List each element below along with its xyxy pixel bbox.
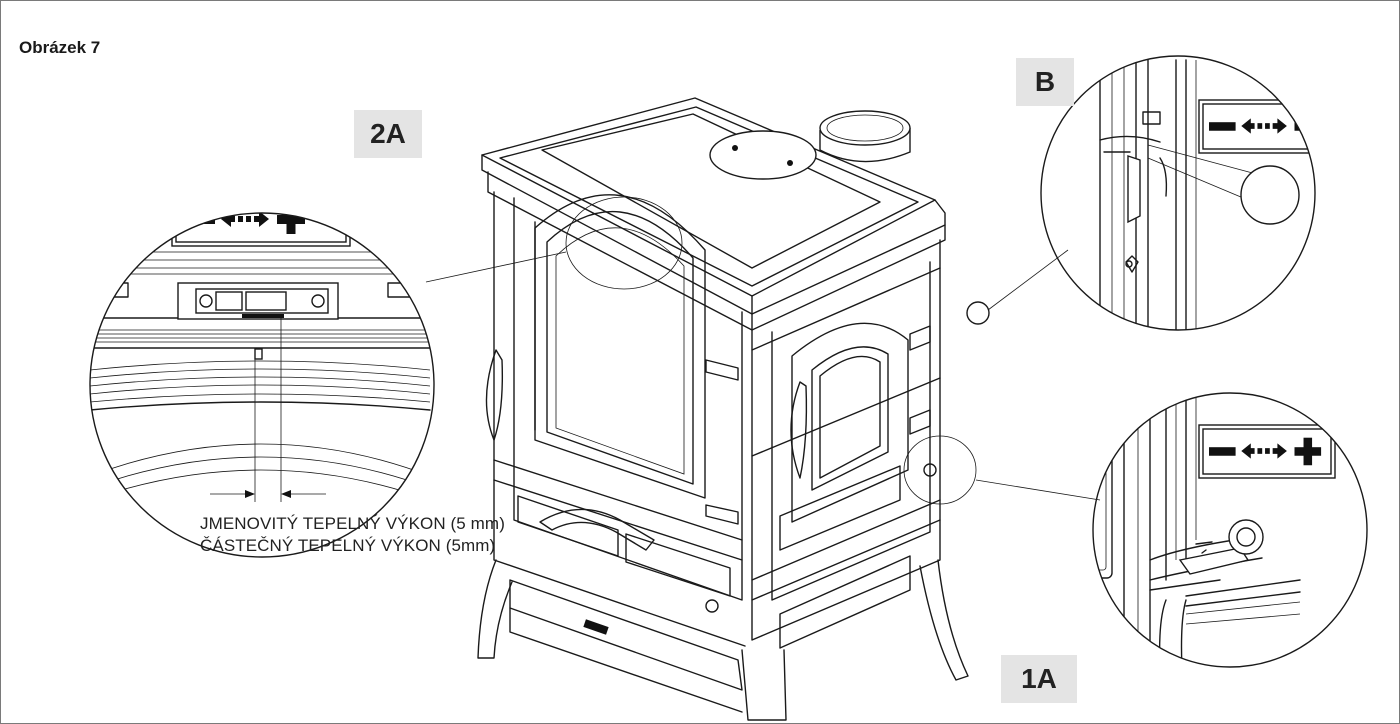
detail-b-circle (1040, 55, 1316, 331)
partial-output-note: ČÁSTEČNÝ TEPELNÝ VÝKON (5mm) (200, 536, 496, 555)
nominal-output-note: JMENOVITÝ TEPELNÝ VÝKON (5 mm) (200, 514, 505, 533)
figure-title: Obrázek 7 (19, 38, 101, 57)
detail-b-label: B (1016, 58, 1074, 106)
detail-2a-circle (89, 212, 435, 558)
detail-1a-circle (1092, 392, 1368, 668)
detail-2a-label: 2A (354, 110, 422, 158)
stove-drawing (425, 97, 1101, 721)
detail-1a-label: 1A (1001, 655, 1077, 703)
